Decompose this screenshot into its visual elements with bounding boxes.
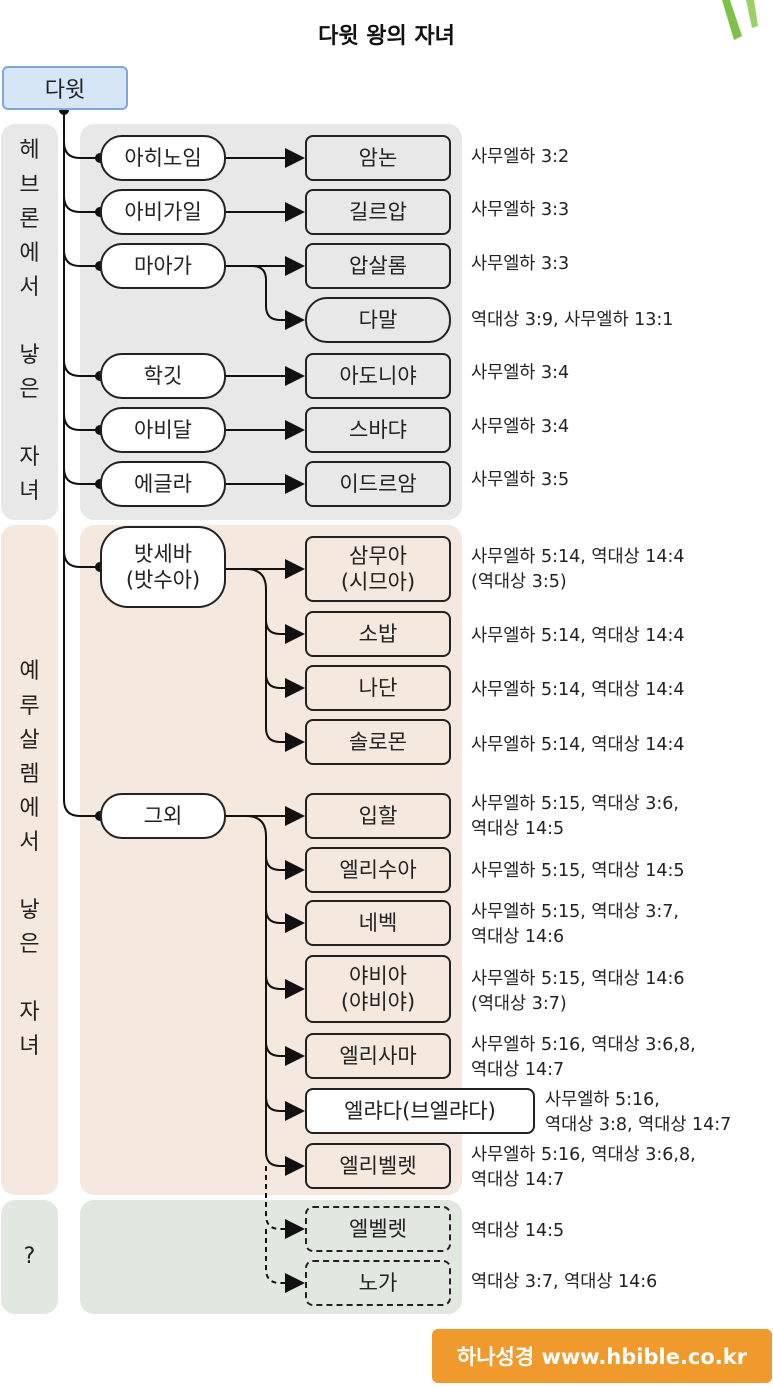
- child-amnon: 암논: [305, 135, 451, 181]
- child-nogah: 노가: [305, 1260, 451, 1306]
- mother-branch-line: [64, 551, 100, 567]
- site-footer-banner[interactable]: 하나성경 www.hbible.co.kr: [432, 1329, 772, 1383]
- mother-maacah: 마아가: [100, 243, 226, 289]
- child-elishama: 엘리사마: [305, 1033, 451, 1079]
- child-chileab: 길르압: [305, 189, 451, 235]
- child-solomon: 솔로몬: [305, 719, 451, 765]
- mother-branch-line: [64, 196, 100, 212]
- ref-tamar: 역대상 3:9, 사무엘하 13:1: [471, 308, 673, 333]
- child-tamar: 다말: [305, 297, 451, 343]
- mother-bathsheba: 밧세바 (밧수아): [100, 526, 226, 608]
- mother-others: 그외: [100, 793, 226, 839]
- ref-elishua: 사무엘하 5:15, 역대상 14:5: [471, 859, 685, 884]
- mother-haggith: 학깃: [100, 353, 226, 399]
- ref-shephatiah: 사무엘하 3:4: [471, 415, 569, 440]
- uncertain-branch-line: [266, 1229, 303, 1283]
- mother-eglah: 에글라: [100, 461, 226, 507]
- ref-elishama: 사무엘하 5:16, 역대상 3:6,8, 역대상 14:7: [471, 1033, 696, 1084]
- ref-nogah: 역대상 3:7, 역대상 14:6: [471, 1270, 657, 1295]
- mother-branch-line: [64, 250, 100, 266]
- bathsheba-branch-line: [246, 569, 303, 742]
- child-shobab: 소밥: [305, 611, 451, 657]
- child-elpelet: 엘벨렛: [305, 1206, 451, 1252]
- ref-shammua: 사무엘하 5:14, 역대상 14:4 (역대상 3:5): [471, 545, 685, 596]
- mother-branch-line: [64, 468, 100, 484]
- mother-abital: 아비달: [100, 407, 226, 453]
- child-shephatiah: 스바댜: [305, 407, 451, 453]
- ref-eliphelet: 사무엘하 5:16, 역대상 3:6,8, 역대상 14:7: [471, 1143, 696, 1194]
- ref-ithream: 사무엘하 3:5: [471, 468, 569, 493]
- child-arrow-line: [226, 266, 303, 320]
- child-absalom: 압살롬: [305, 243, 451, 289]
- ref-amnon: 사무엘하 3:2: [471, 145, 569, 170]
- ref-solomon: 사무엘하 5:14, 역대상 14:4: [471, 733, 685, 758]
- mother-branch-line: [64, 414, 100, 430]
- ref-japhia: 사무엘하 5:15, 역대상 14:6 (역대상 3:7): [471, 967, 685, 1018]
- child-arrow-line: [266, 1042, 303, 1056]
- child-nepheg: 네벡: [305, 900, 451, 946]
- child-arrow-line: [266, 856, 303, 870]
- child-arrow-line: [266, 975, 303, 989]
- child-arrow-line: [266, 1097, 303, 1111]
- child-japhia: 야비아 (야비야): [305, 955, 451, 1023]
- mother-ahinoam: 아히노임: [100, 135, 226, 181]
- child-eliphelet: 엘리벨렛: [305, 1143, 451, 1189]
- ref-adonijah: 사무엘하 3:4: [471, 361, 569, 386]
- child-arrow-line: [266, 909, 303, 923]
- mother-branch-line: [64, 142, 100, 158]
- ref-chileab: 사무엘하 3:3: [471, 198, 569, 223]
- child-adonijah: 아도니야: [305, 353, 451, 399]
- ref-shobab: 사무엘하 5:14, 역대상 14:4: [471, 624, 685, 649]
- mother-abigail: 아비가일: [100, 189, 226, 235]
- ref-nathan: 사무엘하 5:14, 역대상 14:4: [471, 678, 685, 703]
- child-arrow-line: [266, 674, 303, 688]
- trunk-line: [64, 110, 100, 816]
- ref-absalom: 사무엘하 3:3: [471, 252, 569, 277]
- root-david: 다윗: [2, 66, 128, 110]
- child-nathan: 나단: [305, 665, 451, 711]
- child-ithream: 이드르암: [305, 461, 451, 507]
- child-elishua: 엘리수아: [305, 847, 451, 893]
- child-shammua: 삼무아 (시므아): [305, 536, 451, 602]
- mother-branch-line: [64, 360, 100, 376]
- uncertain-branch-line: [266, 1166, 303, 1229]
- ref-nepheg: 사무엘하 5:15, 역대상 3:7, 역대상 14:6: [471, 900, 679, 951]
- child-arrow-line: [266, 620, 303, 634]
- ref-ibhar: 사무엘하 5:15, 역대상 3:6, 역대상 14:5: [471, 792, 679, 843]
- child-ibhar: 입할: [305, 793, 451, 839]
- ref-eliada: 사무엘하 5:16, 역대상 3:8, 역대상 14:7: [545, 1088, 731, 1139]
- ref-elpelet: 역대상 14:5: [471, 1219, 564, 1244]
- child-eliada: 엘랴다(브엘랴다): [305, 1088, 535, 1134]
